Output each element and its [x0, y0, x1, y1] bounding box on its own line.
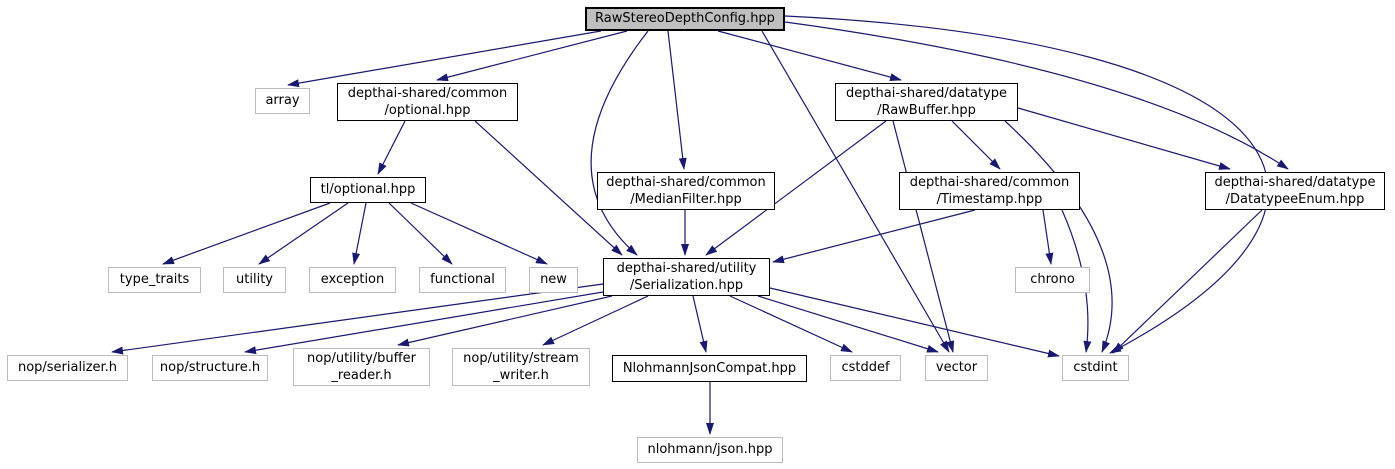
node-label: _reader.h — [331, 368, 392, 383]
node-cstddef: cstddef — [830, 355, 901, 381]
edge-tloptional-utility — [258, 202, 349, 265]
edge-root-cstdint — [784, 15, 1269, 354]
edge-serialization-vector — [757, 295, 939, 353]
edge-rawbuffer-datatypeenum — [1017, 107, 1231, 170]
node-label: exception — [320, 272, 385, 288]
node-label: cstdint — [1073, 360, 1118, 376]
node-label: depthai-shared/datatype — [1214, 174, 1376, 190]
node-label: nop/utility/buffer — [307, 350, 416, 366]
node-label: depthai-shared/utility — [616, 260, 757, 276]
edge-serialization-nopstream — [542, 295, 649, 346]
node-label: chrono — [1030, 272, 1075, 288]
node-vector: vector — [925, 355, 988, 381]
edge-tloptional-new — [410, 202, 548, 265]
edge-group — [111, 15, 1289, 435]
node-label: NlohmannJsonCompat.hpp — [622, 360, 797, 376]
edge-optional-serialization — [474, 120, 623, 256]
edge-serialization-cstddef — [729, 295, 853, 353]
node-chrono: chrono — [1015, 267, 1090, 293]
edge-serialization-cstdint — [769, 287, 1060, 358]
edge-serialization-nopstructure — [244, 291, 604, 355]
node-label: /DatatypeeEnum.hpp — [1225, 192, 1365, 207]
edge-root-serialization — [590, 30, 649, 256]
edge-root-rawbuffer — [717, 30, 902, 82]
node-label: /Timestamp.hpp — [936, 192, 1043, 207]
node-root: RawStereoDepthConfig.hpp — [585, 7, 785, 31]
edge-root-optional — [436, 30, 628, 82]
node-functional: functional — [419, 267, 506, 293]
edge-tloptional-functional — [388, 202, 453, 265]
edge-datatypeenum-cstdint — [1112, 209, 1263, 354]
edge-rawbuffer-timestamp — [951, 120, 1001, 170]
edge-rawbuffer-vector — [892, 120, 955, 353]
edge-timestamp-serialization — [772, 209, 976, 264]
node-exception: exception — [309, 267, 396, 293]
node-array: array — [255, 88, 310, 114]
node-label: /MedianFilter.hpp — [630, 192, 742, 207]
edge-timestamp-chrono — [1042, 209, 1054, 265]
node-medianfilter[interactable]: depthai-shared/common/MedianFilter.hpp — [597, 172, 775, 210]
node-label: nop/utility/stream — [463, 350, 579, 366]
node-datatypeenum[interactable]: depthai-shared/datatype/DatatypeeEnum.hp… — [1205, 172, 1385, 210]
node-label: utility — [236, 272, 273, 288]
node-label: functional — [430, 272, 495, 288]
node-label: nlohmann/json.hpp — [647, 442, 773, 458]
node-label: _writer.h — [493, 368, 549, 383]
node-label: RawStereoDepthConfig.hpp — [595, 11, 775, 27]
node-cstdint: cstdint — [1062, 355, 1129, 381]
edge-rawbuffer-cstdint — [1004, 120, 1113, 353]
edge-tloptional-exception — [352, 202, 367, 265]
node-nopstructure: nop/structure.h — [152, 355, 268, 381]
edge-serialization-nopbuffer — [397, 295, 613, 347]
node-label: /RawBuffer.hpp — [877, 103, 976, 118]
node-label: array — [265, 93, 300, 109]
edge-serialization-nopserializer — [111, 283, 604, 355]
node-label: depthai-shared/datatype — [845, 85, 1008, 101]
node-label: type_traits — [119, 272, 190, 288]
node-label: new — [540, 272, 567, 288]
node-serialization[interactable]: depthai-shared/utility/Serialization.hpp — [603, 258, 770, 296]
node-label: depthai-shared/common — [606, 174, 766, 190]
node-new: new — [529, 267, 578, 293]
node-nlohmanncompat[interactable]: NlohmannJsonCompat.hpp — [612, 355, 807, 382]
node-label: nop/serializer.h — [17, 360, 118, 376]
node-label: /Serialization.hpp — [629, 278, 744, 293]
node-label: cstddef — [841, 360, 890, 376]
edge-optional-tloptional — [377, 120, 406, 175]
edge-tloptional-type_traits — [162, 202, 331, 265]
node-label: vector — [935, 360, 978, 376]
node-type_traits: type_traits — [108, 267, 201, 293]
node-optional[interactable]: depthai-shared/common/optional.hpp — [337, 83, 518, 121]
node-tloptional[interactable]: tl/optional.hpp — [310, 177, 426, 203]
edge-root-medianfilter — [667, 30, 687, 170]
node-label: depthai-shared/common — [909, 174, 1070, 190]
edge-root-vector — [761, 30, 950, 353]
node-utility: utility — [223, 267, 286, 293]
node-label: tl/optional.hpp — [320, 182, 416, 198]
node-rawbuffer[interactable]: depthai-shared/datatype/RawBuffer.hpp — [835, 83, 1018, 121]
node-label: /optional.hpp — [384, 103, 471, 118]
node-label: depthai-shared/common — [347, 85, 508, 101]
edge-root-datatypeenum — [784, 21, 1289, 170]
node-nopserializer: nop/serializer.h — [7, 355, 128, 381]
node-label: nop/structure.h — [159, 360, 261, 376]
edge-rawbuffer-serialization — [705, 120, 887, 256]
node-nlohmannjson: nlohmann/json.hpp — [637, 437, 783, 463]
node-nopbuffer: nop/utility/buffer _reader.h — [293, 348, 430, 386]
edge-serialization-nlohmanncompat — [692, 295, 708, 353]
edge-root-array — [287, 30, 602, 88]
node-nopstream: nop/utility/stream _writer.h — [452, 348, 590, 386]
node-timestamp[interactable]: depthai-shared/common/Timestamp.hpp — [899, 172, 1080, 210]
